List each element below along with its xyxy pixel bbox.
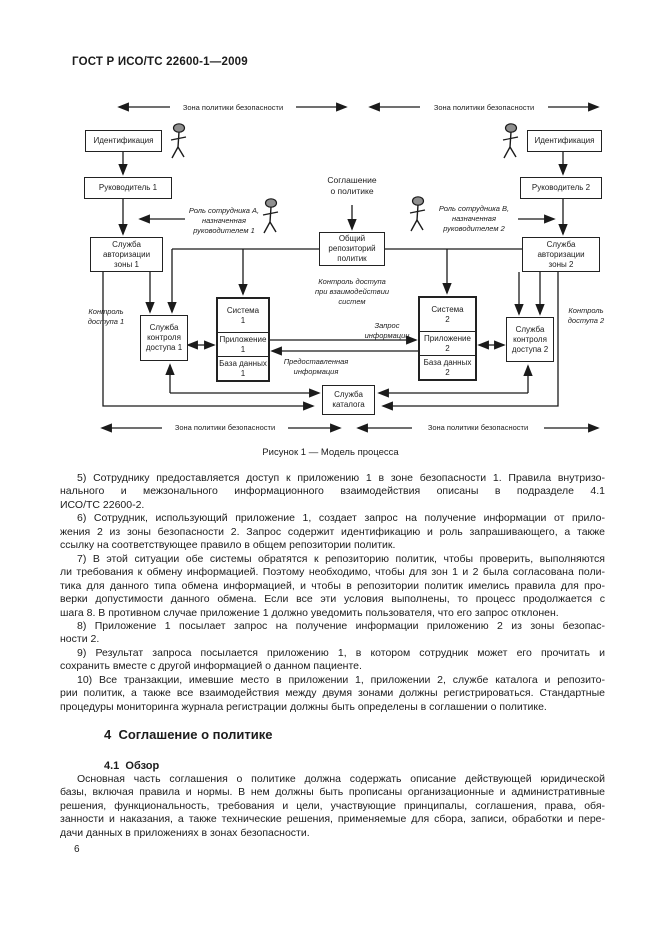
box-system-2: Система 2 Приложение 2 База данных 2 [418, 296, 477, 381]
process-model-figure: Зона политики безопасности Зона политики… [0, 95, 661, 465]
figure-connectors [100, 102, 600, 433]
box-policy-repository: Общий репозиторий политик [319, 232, 385, 266]
text-line: процедуры мониторинга журнала регистраци… [60, 700, 547, 713]
label-role-employee-a: Роль сотрудника А, назначенная руководит… [188, 206, 260, 235]
text-line: нального и межзонального информационного… [60, 485, 605, 498]
text-line: тика для данного типа обмена информацией… [60, 579, 605, 592]
subsection-heading: 4.1 Обзор [104, 760, 160, 772]
label-information-request: Запрос информации [364, 321, 410, 340]
text-line: 8) Приложение 1 посылает запрос на получ… [77, 619, 605, 632]
text-line: 7) В этой ситуации обе системы обратятся… [77, 552, 605, 565]
text-line: сохранить вместе с другой информацией о … [60, 660, 362, 673]
text-line: 9) Результат запроса посылается приложен… [77, 646, 605, 659]
box-database-2: База данных 2 [420, 355, 475, 379]
document-standard-number: ГОСТ Р ИСО/ТС 22600-1—2009 [72, 56, 248, 68]
text-line: ности 2. [60, 633, 100, 646]
box-authorization-zone-2: Служба авторизации зоны 2 [522, 237, 600, 272]
box-access-control-service-2: Служба контроля доступа 2 [506, 317, 554, 362]
label-policy-agreement: Соглашение о политике [327, 175, 377, 197]
text-line: ссылку на соответствующее правило в обще… [60, 539, 396, 552]
zone-label-top-right: Зона политики безопасности [433, 103, 535, 112]
overview-paragraph: Основная часть соглашения о политике дол… [60, 773, 605, 840]
box-authorization-zone-1: Служба авторизации зоны 1 [90, 237, 163, 272]
zone-label-bottom-right: Зона политики безопасности [427, 423, 529, 432]
text-line: занности и наказания, а также технически… [60, 813, 605, 826]
text-line: жения 2 из зоны безопасности 2. Запрос с… [60, 525, 605, 538]
section-heading: 4 Соглашение о политике [104, 727, 273, 742]
box-access-control-service-1: Служба контроля доступа 1 [140, 315, 188, 361]
box-system-1: Система 1 Приложение 1 База данных 1 [216, 297, 270, 382]
page-number: 6 [74, 844, 80, 855]
text-line: Основная часть соглашения о политике дол… [77, 773, 605, 785]
label-access-control-interaction: Контроль доступа при взаимодействии сист… [314, 277, 390, 306]
figure-caption: Рисунок 1 — Модель процесса [262, 447, 399, 458]
zone-label-top-left: Зона политики безопасности [182, 103, 284, 112]
person-icon [262, 198, 279, 234]
text-line: решения, функциональность, требования и … [60, 799, 605, 812]
numbered-steps-text: 5) Сотруднику предоставляется доступ к п… [60, 472, 605, 714]
text-line: шага 8. В противном случае приложение 1 … [60, 606, 559, 619]
box-system-1-name: Система 1 [226, 305, 260, 325]
box-identification-left: Идентификация [85, 130, 162, 152]
text-line: 5) Сотруднику предоставляется доступ к п… [77, 472, 605, 484]
box-system-2-name: Система 2 [431, 304, 464, 324]
label-access-control-1: Контроль доступа 1 [87, 307, 125, 326]
box-catalog-service: Служба каталога [322, 385, 375, 415]
person-icon [502, 123, 519, 159]
box-manager-1: Руководитель 1 [84, 177, 172, 199]
person-icon [170, 123, 187, 159]
box-application-2: Приложение 2 [420, 331, 475, 355]
label-provided-information: Предоставленная информация [283, 357, 349, 376]
box-identification-right: Идентификация [527, 130, 602, 152]
label-access-control-2: Контроль доступа 2 [567, 306, 605, 325]
box-manager-2: Руководитель 2 [520, 177, 602, 199]
label-role-employee-b: Роль сотрудника В, назначенная руководит… [438, 204, 510, 233]
person-icon [409, 196, 426, 232]
text-line: рии политик, а также все взаимодействия … [60, 687, 605, 700]
text-line: базы, включая правила и нормы. В нем дол… [60, 786, 605, 799]
text-line: дачи данных в приложениях в зонах безопа… [60, 826, 310, 839]
text-line: ли требования к обмену информацией. Поэт… [60, 566, 605, 579]
text-line: верки допустимости данного обмена. Если … [60, 593, 605, 606]
text-line: 10) Все транзакции, имевшие место в прил… [77, 673, 605, 686]
text-line: 6) Сотрудник, использующий приложение 1,… [77, 512, 605, 525]
box-database-1: База данных 1 [218, 356, 268, 380]
zone-label-bottom-left: Зона политики безопасности [174, 423, 276, 432]
box-application-1: Приложение 1 [218, 332, 268, 356]
text-line: ИСО/ТС 22600-2. [60, 498, 145, 511]
